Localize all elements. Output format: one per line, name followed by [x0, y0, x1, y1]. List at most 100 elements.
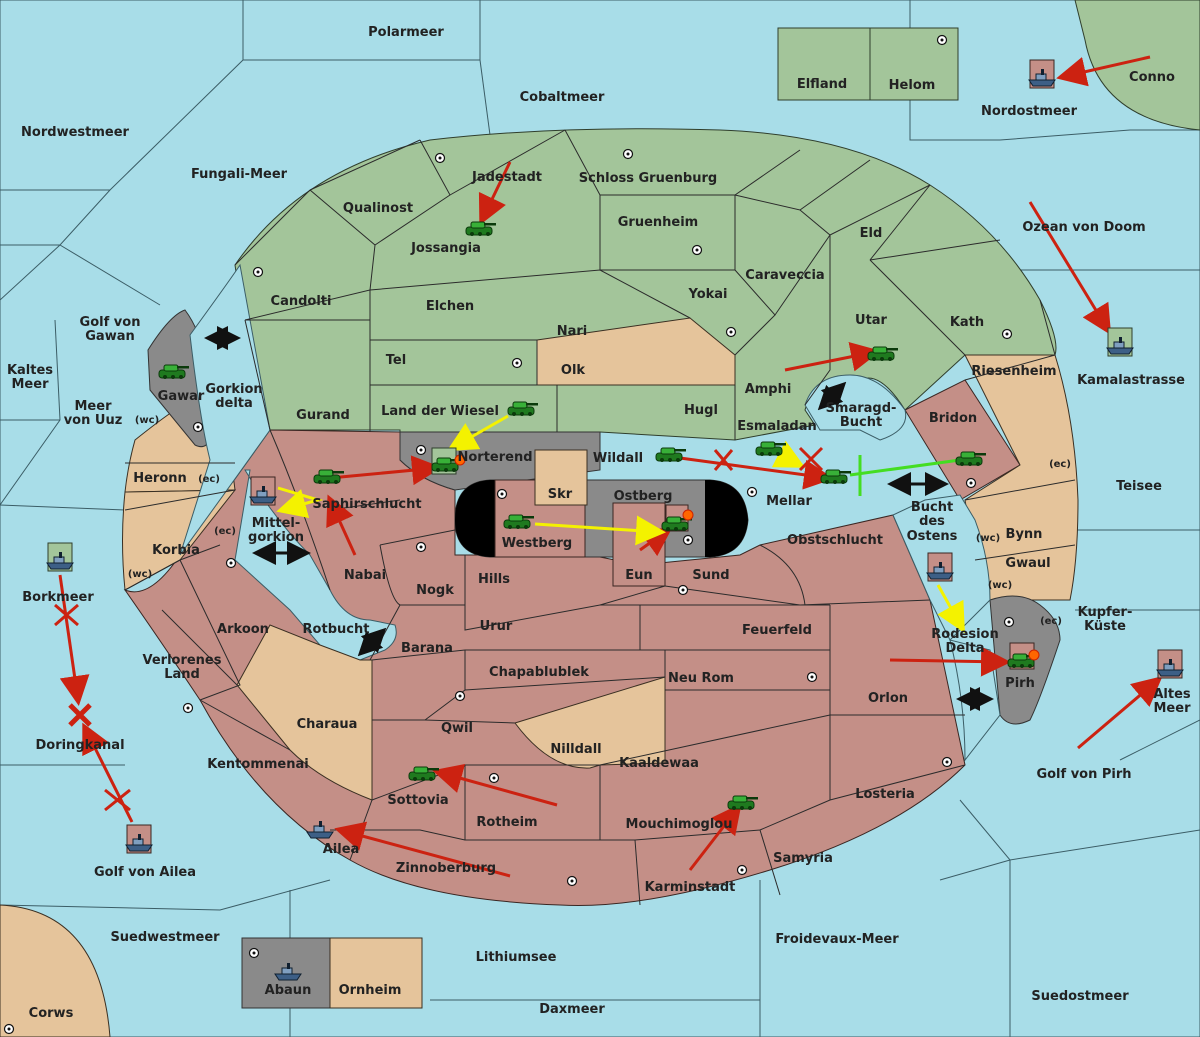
tank-icon[interactable] — [503, 514, 535, 530]
fleet-unit[interactable] — [1156, 649, 1184, 679]
land-corws-region[interactable] — [0, 904, 111, 1037]
supply-center-icon — [965, 477, 977, 489]
sea-label: Meer — [1154, 701, 1192, 716]
dislodged-unit[interactable] — [1007, 642, 1040, 670]
land-label: Utar — [855, 313, 888, 328]
land-label: Tel — [386, 353, 406, 368]
sea-label: Teisee — [1116, 479, 1162, 494]
fleet-unit[interactable] — [249, 476, 277, 506]
land-label: Urur — [480, 619, 513, 634]
supply-center-icon — [1003, 616, 1015, 628]
land-label: Corws — [29, 1006, 74, 1021]
land-label: Heronn — [133, 471, 187, 486]
tank-icon[interactable] — [465, 221, 497, 237]
land-conno-region[interactable] — [1074, 0, 1200, 131]
land-label: Arkoon — [217, 622, 269, 637]
fleet-unit[interactable] — [1028, 59, 1056, 89]
land-label: Nabai — [344, 568, 386, 583]
land-label: Nogk — [416, 583, 454, 598]
sea-label: Delta — [945, 641, 984, 656]
move-order-arrow — [478, 161, 512, 226]
supply-center-icon — [936, 34, 948, 46]
land-label: Conno — [1129, 70, 1175, 85]
move-order-arrow — [329, 455, 442, 486]
supply-center-icon — [682, 534, 694, 546]
land-label: Land der Wiesel — [381, 404, 499, 419]
move-order-arrow — [326, 494, 357, 556]
fleet-unit[interactable] — [46, 542, 74, 572]
land-label: Olk — [561, 363, 586, 378]
move-order-arrow — [1028, 201, 1112, 336]
sea-label: Golf von Ailea — [94, 865, 196, 880]
supply-center-icon — [1001, 328, 1013, 340]
tank-icon[interactable] — [867, 346, 899, 362]
land-label: Eun — [625, 568, 652, 583]
supply-center-icon — [691, 244, 703, 256]
land-label: Charaua — [297, 717, 358, 732]
sea-label: Kaltes — [7, 363, 53, 378]
sea-label: delta — [215, 396, 253, 411]
coast-label: (ec) — [214, 526, 236, 537]
sea-label: Polarmeer — [368, 25, 444, 40]
move-order-arrow — [679, 456, 834, 490]
move-order-arrow — [1077, 676, 1163, 750]
x-mark-icon — [54, 446, 824, 812]
tank-icon[interactable] — [727, 795, 759, 811]
land-ornheim-region[interactable] — [329, 937, 423, 1009]
tank-icon[interactable] — [655, 447, 687, 463]
land-label: Mellar — [766, 494, 812, 509]
tank-icon[interactable] — [158, 364, 190, 380]
land-charaua-region[interactable] — [236, 624, 373, 801]
supply-center-icon — [622, 148, 634, 160]
supply-center-icon — [746, 486, 758, 498]
land-label: Elchen — [426, 299, 474, 314]
land-label: Losteria — [855, 787, 915, 802]
sea-label: Meer — [12, 377, 50, 392]
sea-label: Mittel- — [252, 516, 301, 531]
land-label: Obstschlucht — [787, 533, 883, 548]
dislodged-unit[interactable] — [431, 447, 466, 475]
land-label: Kentommenai — [207, 757, 308, 772]
coast-link-arrow — [357, 627, 387, 657]
tank-icon[interactable] — [313, 469, 345, 485]
fleet-unit[interactable] — [125, 824, 153, 854]
sea-label: Golf von Pirh — [1036, 767, 1131, 782]
sea-label: Suedostmeer — [1031, 989, 1129, 1004]
supply-center-icon — [225, 557, 237, 569]
support-order-arrow — [276, 486, 324, 519]
move-order-arrow — [58, 574, 90, 706]
tank-icon[interactable] — [507, 401, 539, 417]
coast-label: (ec) — [1040, 616, 1062, 627]
land-label: Nilldall — [550, 742, 601, 757]
tank-icon[interactable] — [955, 451, 987, 467]
land-label: Saphirschlucht — [312, 497, 421, 512]
support-order-arrow — [446, 414, 509, 451]
coast-label: (wc) — [976, 533, 1000, 544]
sea-label: Smaragd- — [826, 401, 897, 416]
fleet-unit[interactable] — [926, 552, 954, 582]
sea-label: Gawan — [85, 329, 134, 344]
east-tan-strip — [964, 354, 1079, 601]
dislodged-unit[interactable] — [661, 504, 694, 532]
land-label: Esmaladan — [737, 419, 817, 434]
land-label: Candolti — [271, 294, 332, 309]
supply-center-icon — [566, 875, 578, 887]
fleet-unit[interactable] — [1106, 327, 1134, 357]
tank-icon[interactable] — [408, 766, 440, 782]
land-label: Hills — [478, 572, 510, 587]
supply-center-icon — [415, 444, 427, 456]
land-label: Sottovia — [387, 793, 448, 808]
supply-center-icon — [3, 1023, 15, 1035]
tank-icon[interactable] — [820, 469, 852, 485]
sea-label: Meer — [75, 399, 113, 414]
supply-center-icon — [677, 584, 689, 596]
x-mark-icon — [68, 703, 92, 727]
sea-label: Lithiumsee — [476, 950, 557, 965]
supply-center-icon — [192, 421, 204, 433]
sea-label: Gorkion — [205, 382, 262, 397]
coast-label: (ec) — [1049, 459, 1071, 470]
land-label: Kath — [950, 315, 984, 330]
land-label: Zinnoberburg — [396, 861, 496, 876]
tank-icon[interactable] — [755, 441, 787, 457]
